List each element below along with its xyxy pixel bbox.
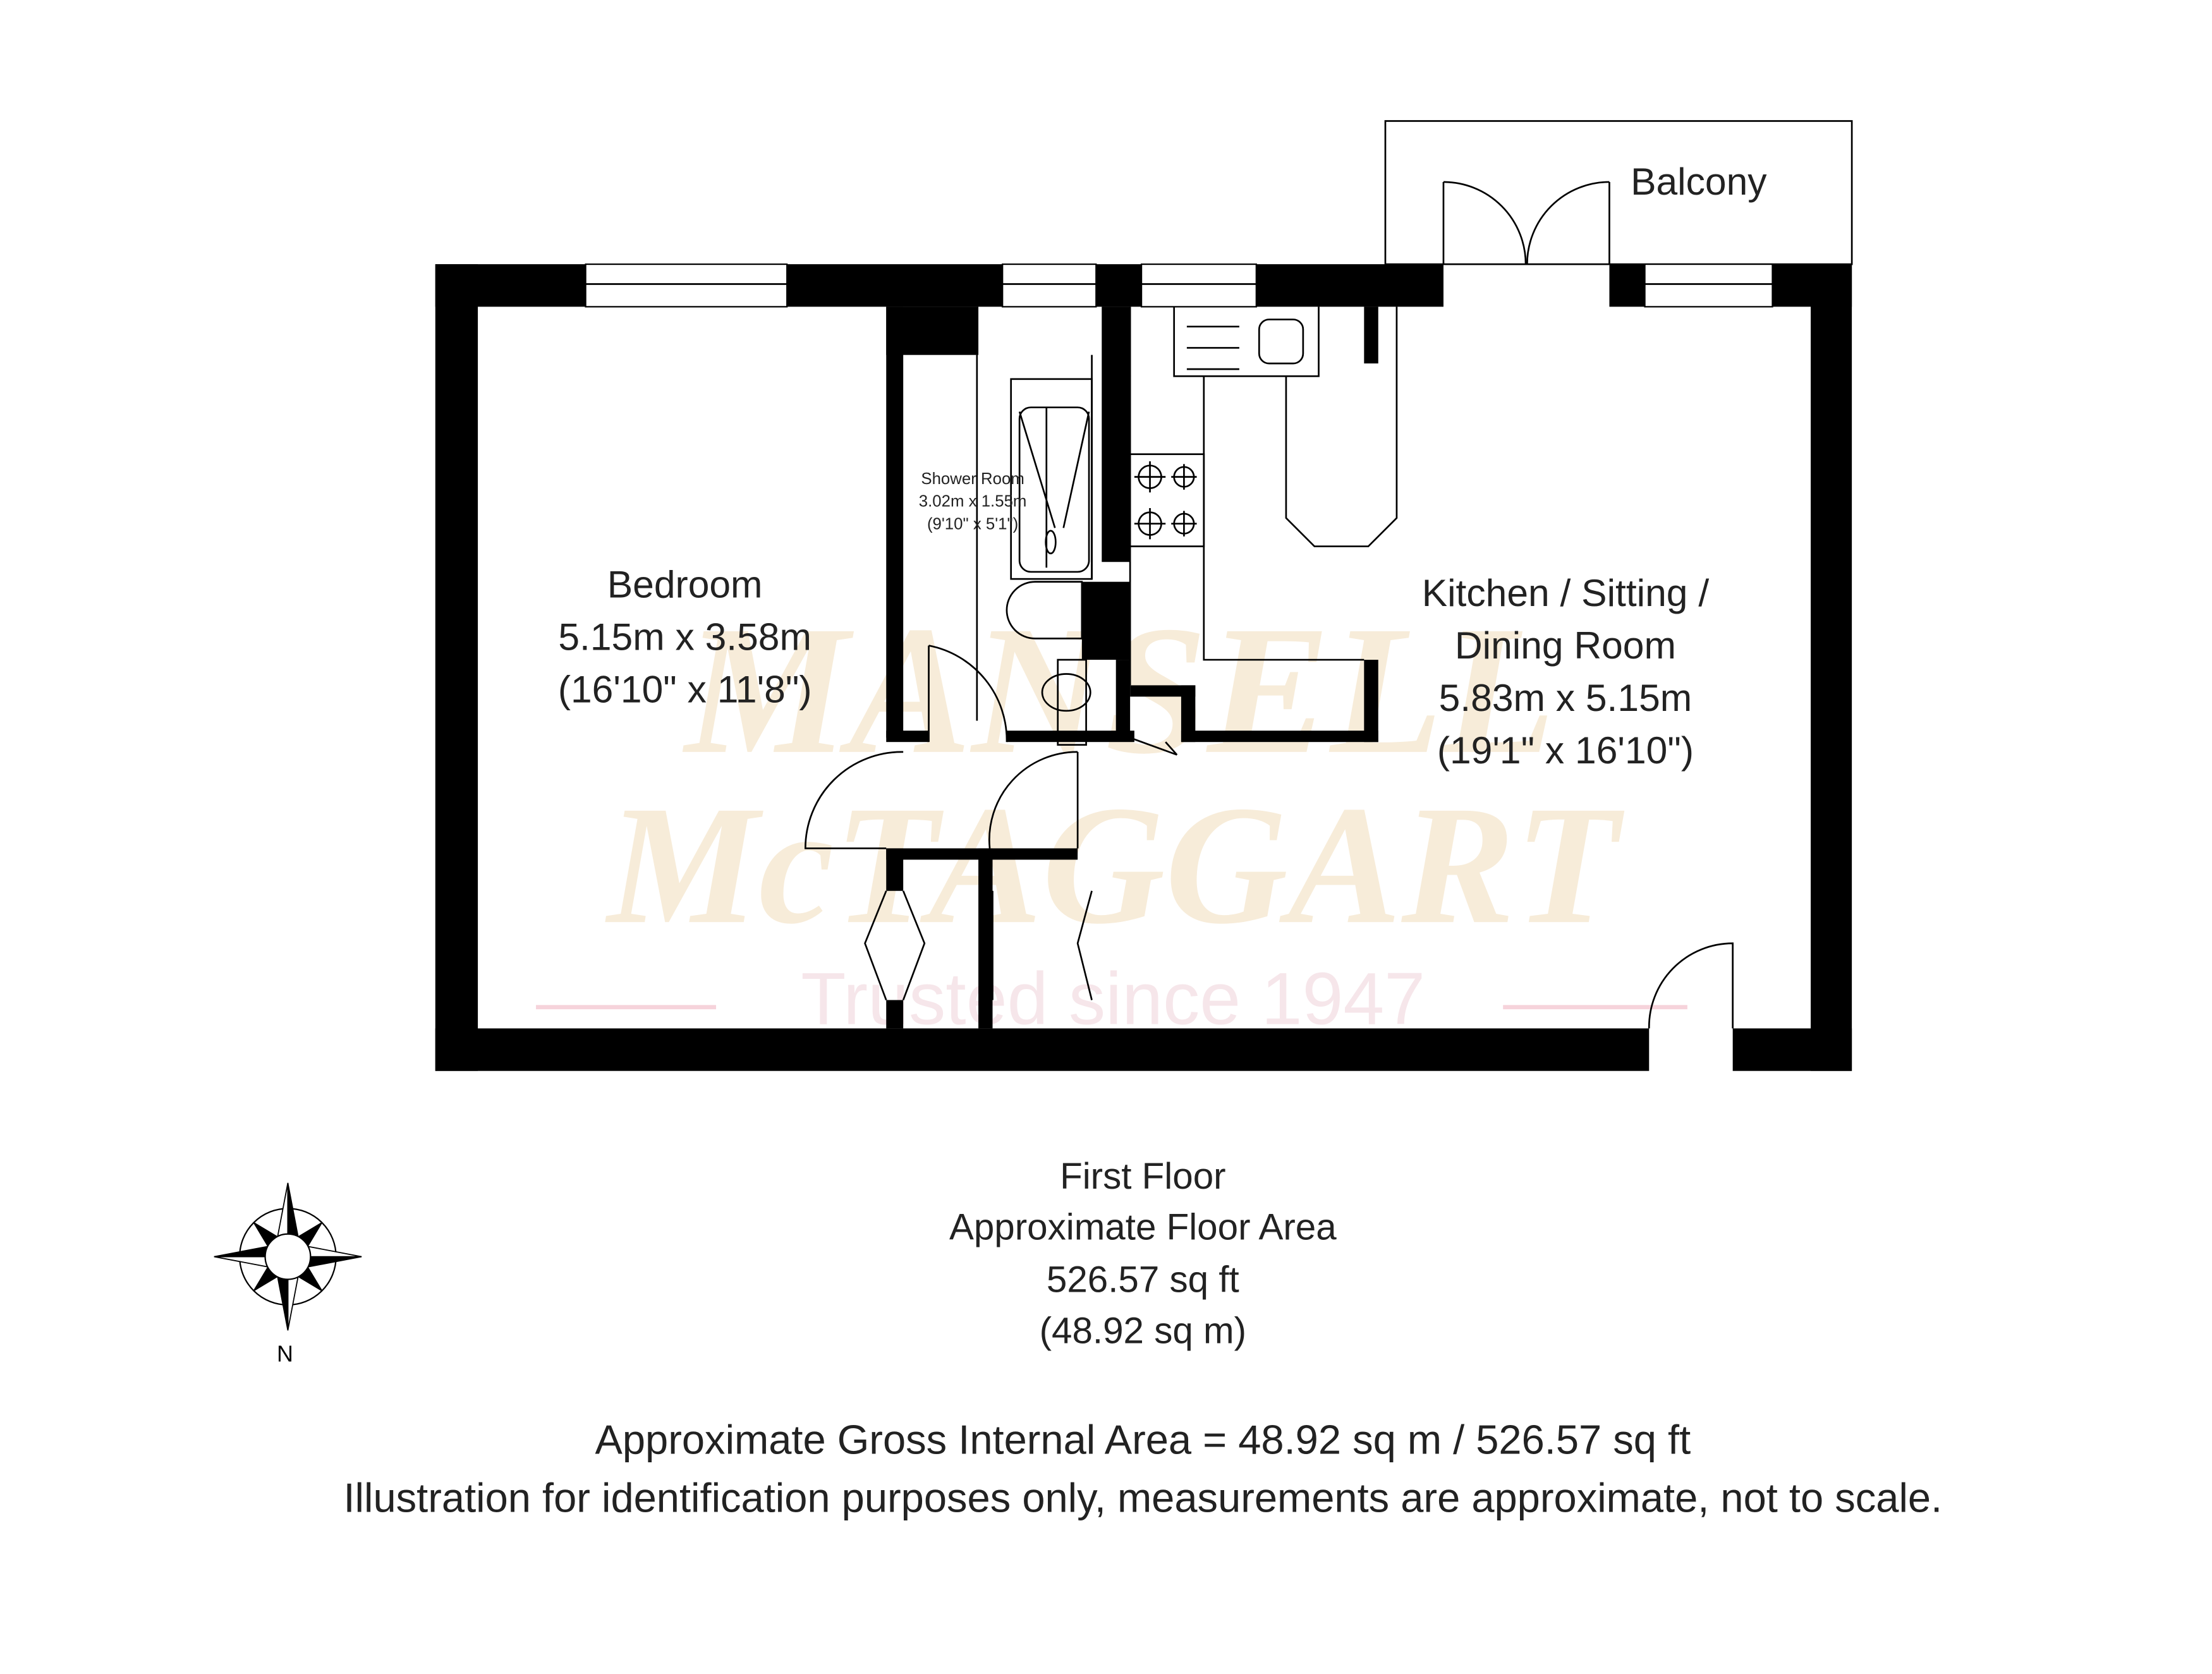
watermark-tagline-text: Trusted since 1947 — [801, 957, 1425, 1040]
hob-icon — [1129, 453, 1205, 547]
compass-north-label: N — [277, 1342, 293, 1367]
floor-name: First Floor — [1060, 1156, 1225, 1197]
toilet-icon — [1041, 673, 1091, 712]
kitchen-label: Kitchen / Sitting / Dining Room 5.83m x … — [1422, 571, 1710, 772]
compass-rose-icon: N — [214, 1182, 362, 1367]
sink-icon — [1258, 318, 1304, 365]
shower-door — [928, 645, 1008, 743]
gross-internal-area: Approximate Gross Internal Area = 48.92 … — [595, 1416, 1691, 1462]
kitchen-metric: 5.83m x 5.15m — [1439, 676, 1692, 719]
kitchen-units — [1129, 306, 1398, 686]
basin-icon — [1006, 581, 1083, 640]
cupboard-door-left — [864, 890, 926, 1000]
bathroom-fittings — [976, 355, 1093, 746]
watermark-tagline: Trusted since 1947 — [536, 957, 1687, 1040]
disclaimer: Illustration for identification purposes… — [343, 1474, 1942, 1520]
shower-name: Shower Room — [921, 470, 1024, 488]
kitchen-name-1: Kitchen / Sitting / — [1422, 571, 1710, 614]
watermark-line2: McTAGGART — [605, 771, 1627, 959]
cupboard-door-right — [992, 890, 1093, 1000]
floor-area-sqft: 526.57 sq ft — [1047, 1259, 1239, 1301]
shower-metric: 3.02m x 1.55m — [919, 493, 1027, 511]
bedroom-label: Bedroom 5.15m x 3.58m (16'10" x 11'8") — [558, 562, 812, 710]
bedroom-metric: 5.15m x 3.58m — [558, 615, 811, 658]
balcony-outline — [1384, 120, 1853, 265]
kitchen-imperial: (19'1" x 16'10") — [1437, 729, 1694, 772]
bedroom-imperial: (16'10" x 11'8") — [558, 667, 812, 710]
shower-imperial: (9'10" x 5'1") — [927, 516, 1018, 533]
balcony-double-door[interactable] — [1442, 181, 1610, 265]
balcony-label: Balcony — [1631, 160, 1767, 203]
floor-summary: First Floor Approximate Floor Area 526.5… — [949, 1156, 1337, 1352]
walls — [435, 264, 1852, 1071]
shower-label: Shower Room 3.02m x 1.55m (9'10" x 5'1") — [919, 470, 1027, 533]
bedroom-door — [805, 751, 904, 849]
windows — [585, 263, 1773, 308]
bedroom-name: Bedroom — [607, 562, 763, 605]
doors[interactable] — [805, 645, 1734, 1029]
kitchen-door — [1129, 737, 1178, 756]
entrance-door — [1648, 942, 1734, 1029]
hall-door — [988, 751, 1078, 849]
floor-area-label: Approximate Floor Area — [949, 1207, 1337, 1248]
floor-area-sqm: (48.92 sq m) — [1040, 1310, 1246, 1351]
footer: Approximate Gross Internal Area = 48.92 … — [343, 1416, 1942, 1520]
kitchen-name-2: Dining Room — [1455, 624, 1676, 667]
